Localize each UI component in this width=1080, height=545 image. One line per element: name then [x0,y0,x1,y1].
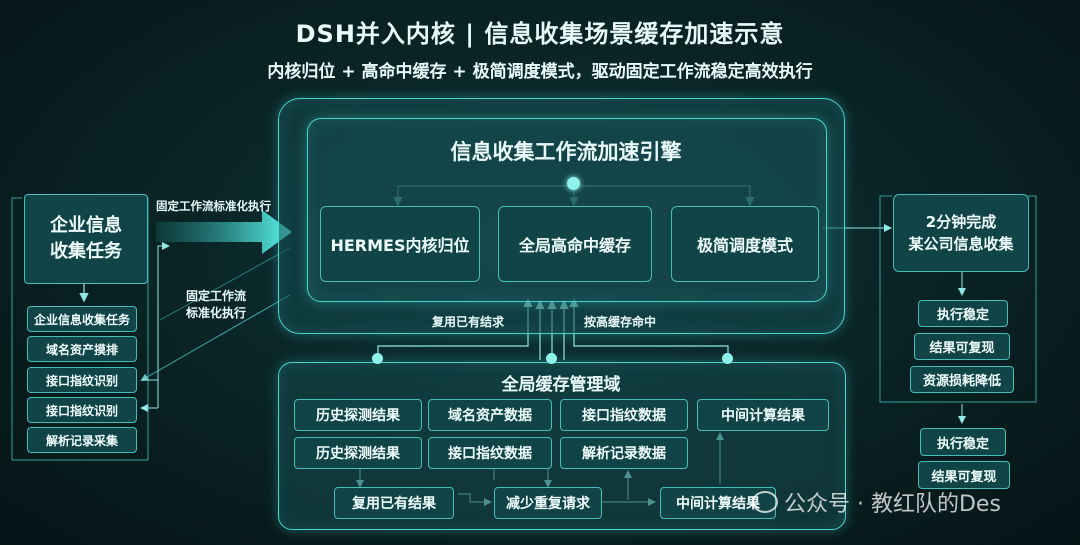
cache-r1-domain[interactable]: 域名资产数据 [428,399,552,431]
cache-r2-dns[interactable]: 解析记录数据 [560,437,688,469]
hit-label: 按高缓存命中 [584,315,657,329]
arrow-label-mid: 固定工作流 标准化执行 [186,289,247,320]
right-outer-reproducible[interactable]: 结果可复现 [918,461,1010,489]
engine-hub-dot [567,177,580,190]
page-subtitle: 内核归位 + 高命中缓存 + 极简调度模式，驱动固定工作流稳定高效执行 [267,62,813,82]
cache-title: 全局缓存管理域 [501,375,621,395]
engine-module-cache[interactable]: 全局高命中缓存 [498,206,652,282]
right-item-stable[interactable]: 执行稳定 [918,300,1008,327]
engine-module-scheduler[interactable]: 极简调度模式 [671,206,819,282]
left-item-enterprise-task[interactable]: 企业信息收集任务 [27,306,137,332]
left-item-dns[interactable]: 解析记录采集 [27,427,137,453]
left-item-domain[interactable]: 域名资产摸排 [27,336,137,362]
engine-title: 信息收集工作流加速引擎 [450,140,682,164]
arrow-label-top: 固定工作流标准化执行 [156,199,271,213]
cache-dot-center [546,353,557,364]
left-item-fingerprint-1[interactable]: 接口指纹识别 [27,367,137,393]
cache-r3-reuse[interactable]: 复用已有结果 [334,487,454,519]
cache-r1-intermediate[interactable]: 中间计算结果 [697,399,829,431]
result-box[interactable]: 2分钟完成 某公司信息收集 [893,194,1029,272]
engine-module-hermes[interactable]: HERMES内核归位 [320,206,480,282]
watermark-text: 公众号 · 教红队的Des [784,492,1001,517]
right-item-reproducible[interactable]: 结果可复现 [914,333,1010,360]
input-arrow [156,210,292,254]
right-item-resource[interactable]: 资源损耗降低 [910,366,1014,393]
cache-dot-right [722,353,733,364]
cache-r3-reduce[interactable]: 减少重复请求 [494,487,602,519]
wechat-icon [752,491,778,513]
cache-r1-history[interactable]: 历史探测结果 [294,399,422,431]
reuse-label: 复用已有结求 [432,315,505,329]
left-item-fingerprint-2[interactable]: 接口指纹识别 [27,397,137,423]
page-title: DSH并入内核 | 信息收集场景缓存加速示意 [295,20,785,48]
cache-r2-fingerprint[interactable]: 接口指纹数据 [428,437,552,469]
enterprise-task-box[interactable]: 企业信息 收集任务 [24,194,148,284]
cache-r2-history[interactable]: 历史探测结果 [294,437,422,469]
cache-dot-left [372,353,383,364]
right-outer-stable[interactable]: 执行稳定 [920,428,1006,456]
cache-r1-fingerprint[interactable]: 接口指纹数据 [560,399,688,431]
watermark: 公众号 · 教红队的Des [752,486,1001,518]
